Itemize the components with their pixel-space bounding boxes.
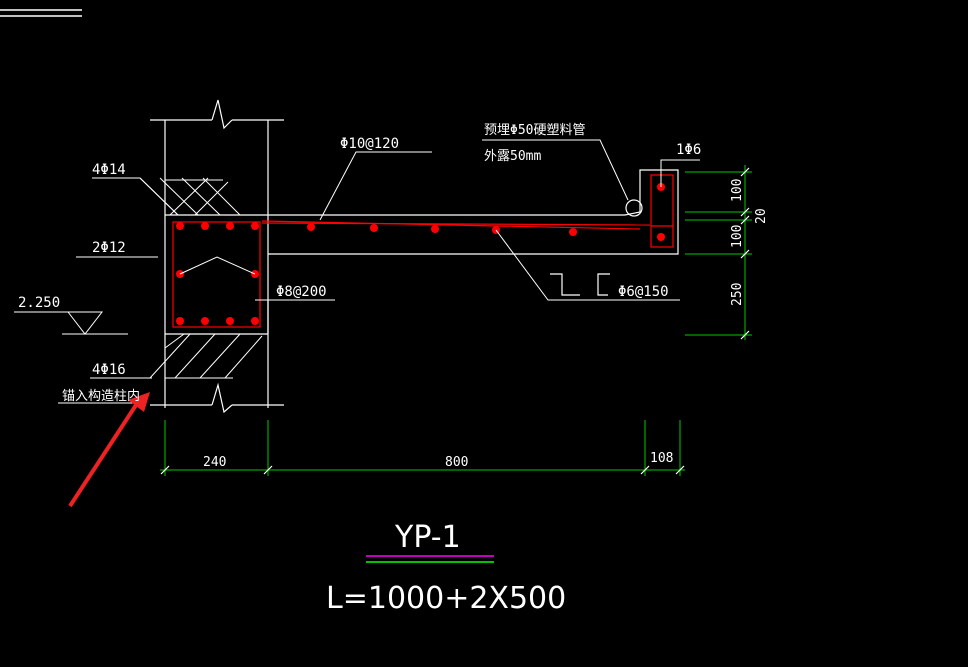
label-pipe-note-2: 外露50mm [484, 149, 541, 164]
dim-108: 108 [650, 451, 673, 466]
stirrup-symbol [550, 273, 610, 296]
label-pipe-note-1: 预埋Φ50硬塑料管 [484, 123, 585, 138]
dim-250: 250 [730, 283, 745, 306]
label-end-rebar: 1Φ6 [676, 142, 701, 158]
hatch-top [139, 177, 241, 216]
label-stirrup-tie: Φ6@150 [618, 284, 669, 300]
rebar-lines [172, 174, 674, 328]
drawing-title: YP-1 [394, 520, 461, 555]
slab-outline [268, 169, 679, 255]
red-arrow [68, 392, 150, 508]
leader-lines [14, 139, 700, 404]
corner-double-line [0, 9, 82, 17]
dimension-lines [160, 165, 752, 476]
dimension-ticks [160, 167, 750, 475]
label-elevation: 2.250 [18, 295, 60, 311]
dim-100a: 100 [730, 179, 745, 202]
embedded-pipe [625, 199, 643, 217]
beam-section [165, 214, 269, 335]
drawing-formula: L=1000+2X500 [326, 581, 566, 616]
label-bar-top: 4Φ14 [92, 162, 126, 178]
label-stirrup-beam: Φ8@200 [276, 284, 327, 300]
column-outline [150, 99, 284, 414]
dim-800: 800 [445, 455, 468, 470]
dim-240: 240 [203, 455, 226, 470]
dim-20: 20 [754, 208, 769, 224]
label-bar-mid: 2Φ12 [92, 240, 126, 256]
rebar-dots [176, 183, 665, 325]
label-slab-rebar: Φ10@120 [340, 136, 399, 152]
label-bar-bottom: 4Φ16 [92, 362, 126, 378]
hatch-bottom [149, 333, 263, 379]
dim-100b: 100 [730, 225, 745, 248]
label-anchor-note: 锚入构造柱内 [62, 388, 140, 404]
